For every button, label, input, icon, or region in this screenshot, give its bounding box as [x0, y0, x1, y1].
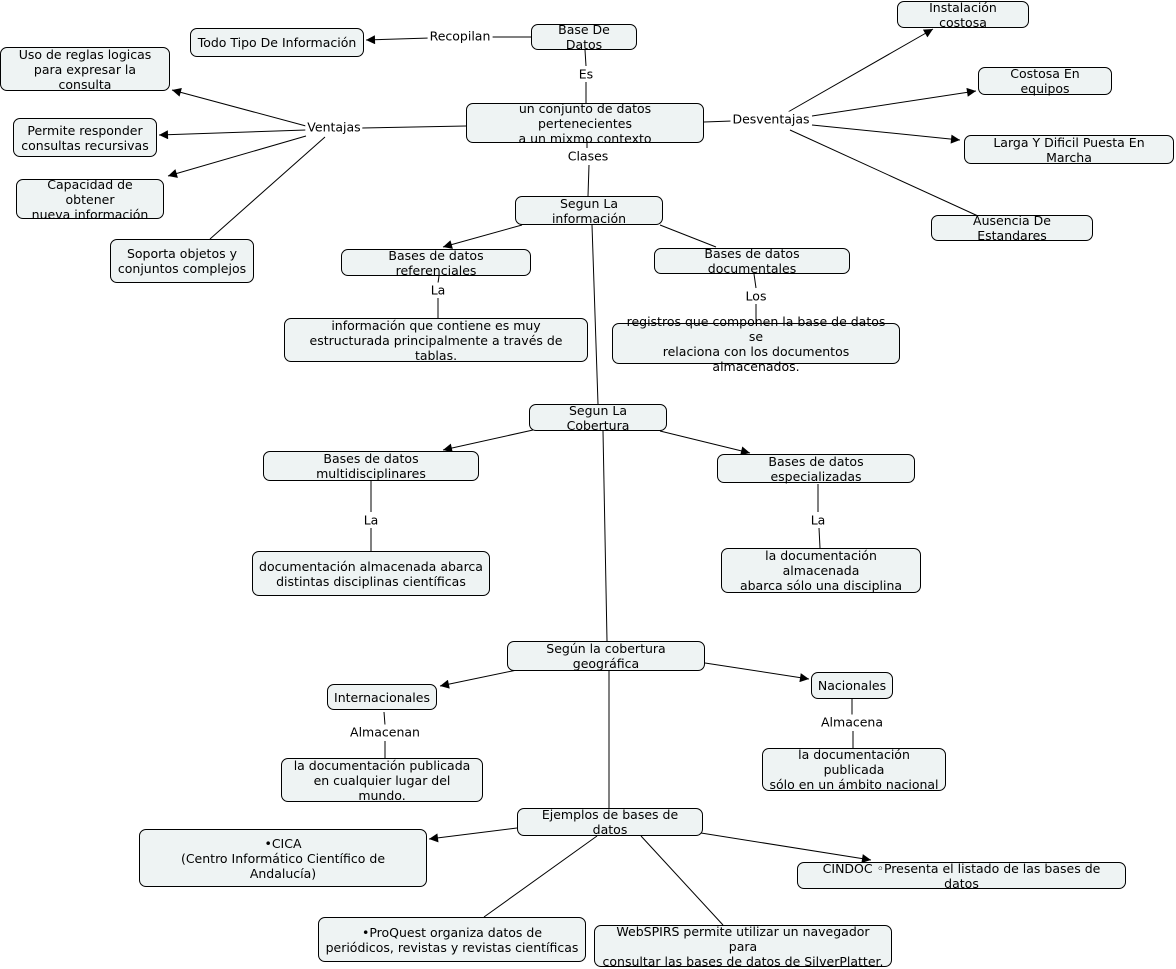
link-conjunto-ventajas [361, 125, 467, 129]
link-desv-ausencia [789, 129, 979, 217]
link-base-es [584, 49, 587, 67]
link-ej-proquest [483, 835, 598, 918]
link-ej-webspirs [640, 835, 724, 926]
node-capacidad: Capacidad de obtener nueva información [16, 177, 164, 222]
node-segun-cobertura: Segun La Cobertura [529, 403, 667, 433]
node-soporta: Soporta objetos y conjuntos complejos [110, 239, 254, 283]
link-ventajas-soporta [209, 136, 326, 240]
node-proquest: •ProQuest organiza datos de periódicos, … [318, 917, 586, 962]
link-info-documentales [659, 224, 717, 248]
label-recopilan: Recopilan [427, 28, 493, 44]
link-ej-cica [428, 827, 518, 843]
link-clases-segun-info [587, 164, 590, 197]
link-desv-instalacion [787, 28, 934, 113]
link-cob-multi [442, 429, 534, 453]
node-instalacion: Instalación costosa [897, 0, 1029, 30]
link-ventajas-permite [158, 129, 307, 140]
label-desventajas: Desventajas [730, 111, 812, 127]
node-todo-tipo: Todo Tipo De Información [190, 28, 364, 57]
link-cob-esp [659, 430, 751, 456]
label-la-especializadas: La [808, 512, 828, 528]
label-la-multidisciplinares: La [361, 512, 381, 528]
label-es: Es [576, 66, 596, 82]
node-especializadas: Bases de datos especializadas [717, 454, 915, 484]
link-desv-costosa [811, 87, 977, 117]
node-doc-mundo: la documentación publicada en cualquier … [281, 758, 483, 803]
link-conjunto-desventajas [703, 120, 733, 123]
node-costosa-equipos: Costosa En equipos [978, 66, 1112, 96]
node-uso-reglas: Uso de reglas logicas para expresar la c… [0, 47, 170, 92]
node-referenciales: Bases de datos referenciales [341, 248, 531, 278]
node-info-estructurada: información que contiene es muy estructu… [284, 318, 588, 363]
node-cindoc: CINDOC ◦Presenta el listado de las bases… [797, 861, 1126, 891]
node-internacionales: Internacionales [327, 684, 437, 710]
node-nacionales: Nacionales [811, 672, 893, 699]
node-documentales: Bases de datos documentales [654, 246, 850, 276]
node-ausencia-estandares: Ausencia De Estandares [931, 213, 1093, 243]
node-doc-nacional: la documentación publicada sólo en un ám… [762, 747, 946, 792]
node-registros: registros que componen la base de datos … [612, 314, 900, 374]
link-info-cobertura [591, 224, 599, 405]
node-multidisciplinares: Bases de datos multidisciplinares [263, 451, 479, 481]
node-base-de-datos: Base De Datos [531, 22, 637, 52]
link-info-referenciales [442, 224, 523, 249]
link-desv-larga [811, 124, 961, 144]
label-almacena: Almacena [818, 714, 886, 730]
node-conjunto-datos: un conjunto de datos pertenecientes a un… [466, 101, 704, 146]
node-segun-informacion: Segun La información [515, 196, 663, 226]
link-recopilan-todo [365, 35, 431, 45]
node-webspirs: WebSPIRS permite utilizar un navegador p… [594, 924, 892, 969]
link-doc-los [753, 273, 757, 289]
label-la-referenciales: La [428, 282, 448, 298]
link-ref-la [437, 275, 440, 284]
link-la-una [818, 527, 821, 549]
label-clases: Clases [565, 148, 611, 164]
node-doc-una: la documentación almacenada abarca sólo … [721, 548, 921, 593]
label-ventajas: Ventajas [305, 119, 363, 135]
link-geo-internacionales [439, 669, 518, 689]
link-int-almacenan [383, 711, 386, 726]
node-cica: •CICA (Centro Informático Científico de … [139, 829, 427, 887]
link-cob-geo [602, 430, 608, 642]
label-los-documentales: Los [743, 288, 769, 304]
link-geo-nacionales [704, 662, 810, 683]
node-larga-dificil: Larga Y Dificil Puesta En Marcha [964, 135, 1174, 165]
link-ventajas-uso [171, 87, 307, 127]
link-ej-cindoc [700, 832, 872, 864]
label-almacenan: Almacenan [348, 724, 422, 740]
link-ventajas-capacidad [167, 135, 307, 178]
node-permite-responder: Permite responder consultas recursivas [13, 118, 157, 157]
node-ejemplos: Ejemplos de bases de datos [517, 807, 703, 837]
node-segun-geografica: Según la cobertura geográfica [507, 641, 705, 671]
node-doc-distintas: documentación almacenada abarca distinta… [252, 551, 490, 596]
